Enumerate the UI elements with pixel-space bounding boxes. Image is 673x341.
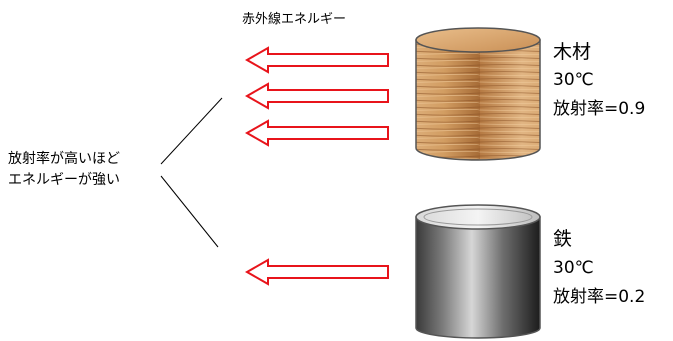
- metal-cylinder: [415, 204, 541, 339]
- emissivity-note: 放射率が高いほど エネルギーが強い: [8, 149, 120, 191]
- arrow-group: [244, 46, 389, 286]
- note-line-1: 放射率が高いほど: [8, 151, 120, 167]
- iron-emissivity: 放射率=0.2: [553, 287, 646, 307]
- note-line-2: エネルギーが強い: [8, 172, 120, 188]
- wood-name: 木材: [553, 41, 592, 63]
- wood-emissivity: 放射率=0.9: [553, 99, 646, 119]
- emission-arrow: [244, 119, 389, 147]
- emission-label: 赤外線エネルギー: [242, 12, 347, 27]
- emission-arrow: [244, 258, 389, 286]
- emission-arrow: [244, 46, 389, 74]
- emission-arrow: [244, 82, 389, 110]
- iron-name: 鉄: [553, 228, 573, 250]
- iron-temperature: 30℃: [553, 258, 594, 278]
- wood-cylinder: [415, 27, 541, 161]
- note-bracket: [160, 97, 223, 248]
- wood-temperature: 30℃: [553, 70, 594, 90]
